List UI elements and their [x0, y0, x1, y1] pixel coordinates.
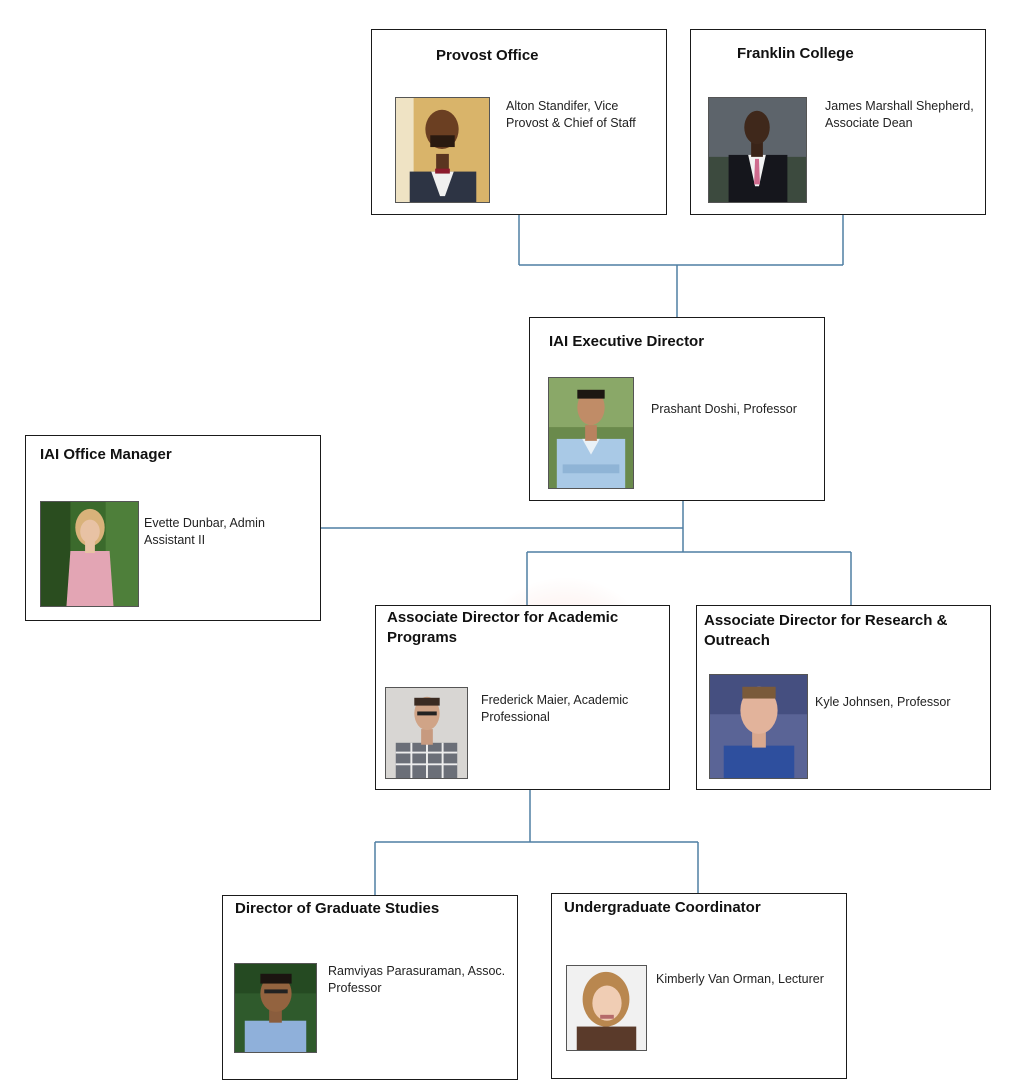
office-manager-title: IAI Office Manager — [40, 446, 172, 463]
graduate-studies-box: Director of Graduate Studies Ramviyas Pa… — [222, 895, 518, 1080]
undergraduate-coordinator-box: Undergraduate Coordinator Kimberly Van O… — [551, 893, 847, 1079]
executive-director-caption: Prashant Doshi, Professor — [651, 402, 797, 416]
research-outreach-photo-icon — [709, 674, 808, 779]
undergraduate-coordinator-photo-icon — [566, 965, 647, 1051]
academic-programs-title: Associate Director for Academic Programs — [387, 609, 619, 646]
graduate-studies-photo-icon — [234, 963, 317, 1053]
provost-photo-icon — [395, 97, 490, 203]
academic-programs-box: Associate Director for Academic Programs… — [375, 605, 670, 790]
research-outreach-box: Associate Director for Research & Outrea… — [696, 605, 991, 790]
executive-director-photo-icon — [548, 377, 634, 489]
office-manager-caption: Evette Dunbar, Admin Assistant II — [144, 516, 265, 547]
franklin-caption: James Marshall Shepherd, Associate Dean — [825, 99, 974, 130]
academic-programs-photo-icon — [385, 687, 468, 779]
executive-director-box: IAI Executive Director Prashant Doshi, P… — [529, 317, 825, 501]
undergraduate-coordinator-title: Undergraduate Coordinator — [564, 899, 761, 916]
research-outreach-title: Associate Director for Research & Outrea… — [704, 612, 948, 649]
graduate-studies-title: Director of Graduate Studies — [235, 900, 440, 917]
executive-director-title: IAI Executive Director — [549, 333, 705, 350]
franklin-college-title: Franklin College — [737, 45, 854, 62]
graduate-studies-caption: Ramviyas Parasuraman, Assoc. Professor — [328, 964, 506, 995]
provost-caption: Alton Standifer, Vice Provost & Chief of… — [506, 99, 636, 130]
provost-office-title: Provost Office — [436, 47, 539, 64]
office-manager-photo-icon — [40, 501, 139, 607]
franklin-photo-icon — [708, 97, 807, 203]
academic-programs-caption: Frederick Maier, Academic Professional — [481, 693, 629, 724]
provost-office-box: Provost Office Alton Standifer, Vice Pro… — [371, 29, 667, 215]
office-manager-box: IAI Office Manager Evette Dunbar, Admin … — [25, 435, 321, 621]
franklin-college-box: Franklin College James Marshall Shepherd… — [690, 29, 986, 215]
undergraduate-coordinator-caption: Kimberly Van Orman, Lecturer — [656, 972, 824, 986]
research-outreach-caption: Kyle Johnsen, Professor — [815, 695, 951, 709]
